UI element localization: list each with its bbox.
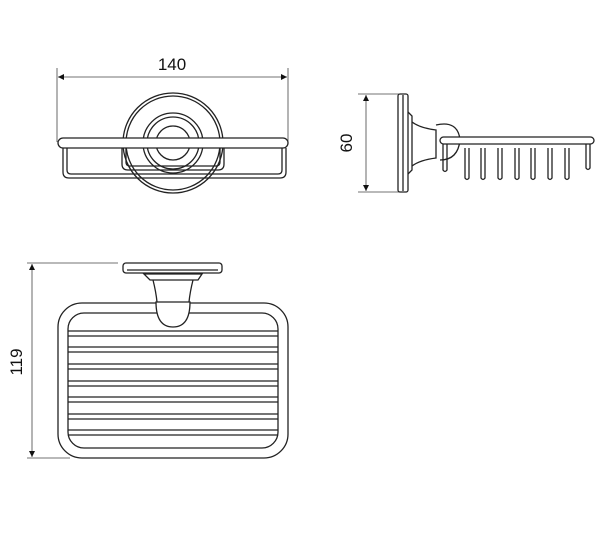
front-view: 119 <box>7 262 289 459</box>
depth-dimension-label: 60 <box>337 134 356 153</box>
width-dimension-label: 140 <box>158 55 186 74</box>
top-view: 140 <box>56 55 289 194</box>
side-view: 60 <box>337 93 595 193</box>
basket-slats <box>68 330 278 436</box>
basket-tines <box>442 144 591 181</box>
height-dimension-label: 119 <box>7 348 26 375</box>
